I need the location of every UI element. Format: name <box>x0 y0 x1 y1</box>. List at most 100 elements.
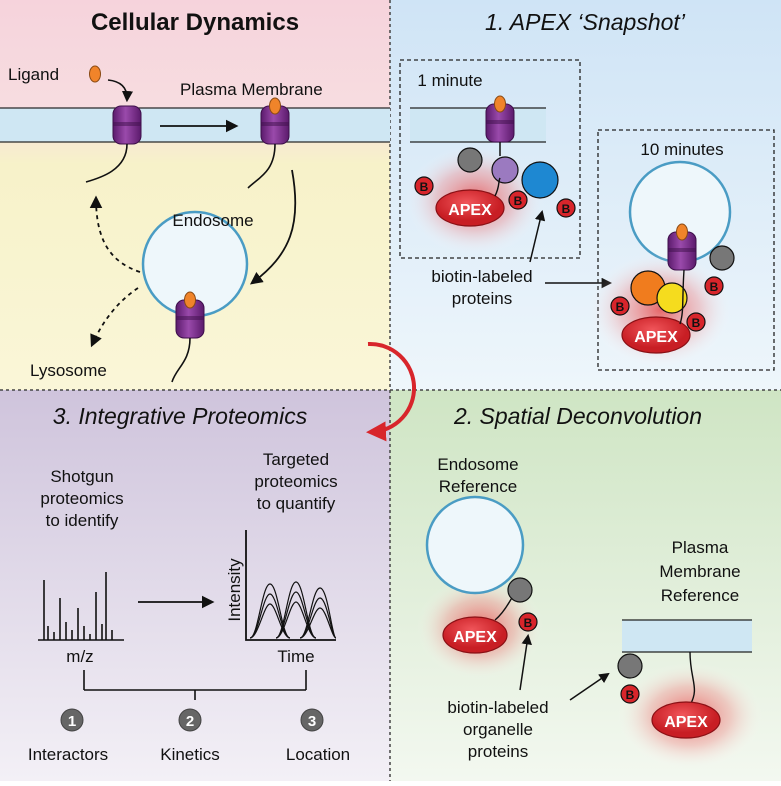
output-label: Location <box>286 745 350 764</box>
panel-title: 1. APEX ‘Snapshot’ <box>485 9 686 35</box>
panel-title: Cellular Dynamics <box>91 9 299 36</box>
output-label: Interactors <box>28 745 108 764</box>
organelle-label-line2: organelle <box>463 720 533 739</box>
apex-enzyme-10min <box>621 316 691 354</box>
panel-title: 3. Integrative Proteomics <box>53 403 308 429</box>
mz-label: m/z <box>66 647 93 666</box>
apex-label: APEX <box>453 629 497 646</box>
biotin-label-line2: proteins <box>452 289 512 308</box>
pointer-arrow-4 <box>569 672 610 701</box>
organelle-label-line1: biotin-labeled <box>447 698 548 717</box>
chromatogram-sketch <box>245 530 337 641</box>
time-2-label: 10 minutes <box>640 140 723 159</box>
intensity-label: Intensity <box>225 558 244 622</box>
number-badge <box>178 708 202 732</box>
svg-text:B: B <box>710 280 719 294</box>
membrane-1min <box>410 108 546 142</box>
endosome-reference-line2: Reference <box>439 477 517 496</box>
ligand-binding-arrow <box>107 79 134 103</box>
panel-apex-snapshot: 1. APEX ‘Snapshot’ 1 minute APEX B B B b… <box>399 9 775 371</box>
svg-text:B: B <box>616 300 625 314</box>
mass-spectrum-sketch <box>38 572 124 641</box>
apex-label: APEX <box>664 714 708 731</box>
plasma-membrane-label: Plasma Membrane <box>180 80 323 99</box>
pm-reference-line1: Plasma <box>672 538 729 557</box>
shotgun-line3: to identify <box>46 511 119 530</box>
targeted-line3: to quantify <box>257 494 336 513</box>
time-axis-label: Time <box>277 647 314 666</box>
recycling-arrow <box>89 195 141 273</box>
pointer-arrow-1 <box>529 209 546 263</box>
svg-text:B: B <box>692 316 701 330</box>
svg-text:B: B <box>562 202 571 216</box>
time-1-label: 1 minute <box>417 71 482 90</box>
pm-reference-line2: Membrane <box>659 562 740 581</box>
endocytosis-arrow <box>249 169 297 285</box>
panel-spatial-deconvolution: 2. Spatial Deconvolution Endosome Refere… <box>416 403 764 770</box>
pm-reference-line3: Reference <box>661 586 739 605</box>
outputs-bracket <box>83 670 307 700</box>
apex-enzyme-pm <box>651 701 721 739</box>
apex-label: APEX <box>448 202 492 219</box>
lysosome-label: Lysosome <box>30 361 107 380</box>
svg-text:B: B <box>524 616 533 630</box>
free-ligand <box>89 65 101 83</box>
svg-text:B: B <box>514 194 523 208</box>
pointer-arrow-3 <box>519 633 532 691</box>
ligand-label: Ligand <box>8 65 59 84</box>
shotgun-line1: Shotgun <box>50 467 113 486</box>
number-badge <box>300 708 324 732</box>
prey-protein-gray <box>709 245 735 271</box>
biotin-tag <box>518 612 538 632</box>
endosome-reference-line1: Endosome <box>437 455 518 474</box>
membrane-reference <box>622 620 752 652</box>
biotin-tag <box>414 176 434 196</box>
svg-text:B: B <box>420 180 429 194</box>
apex-enzyme-1min <box>435 189 505 227</box>
cycle-arrow <box>366 341 416 442</box>
biotin-tag <box>686 312 706 332</box>
receptor-1 <box>112 105 142 145</box>
receptor-3-tail <box>171 337 191 383</box>
biotin-tag <box>556 198 576 218</box>
output-interactors: 1 Interactors <box>28 708 108 764</box>
prey-protein-yellow <box>656 282 688 314</box>
biotin-tag <box>704 276 724 296</box>
receptor-1-tail <box>85 143 128 183</box>
apex-label: APEX <box>634 329 678 346</box>
svg-text:2: 2 <box>186 713 194 730</box>
endosome-reference <box>425 495 525 595</box>
biotin-tag <box>508 190 528 210</box>
biotin-tag <box>620 684 640 704</box>
biotin-tag <box>610 296 630 316</box>
receptor-2-tail <box>247 143 276 189</box>
ten-minutes-box <box>597 129 775 371</box>
panel-integrative-proteomics: 3. Integrative Proteomics Shotgun proteo… <box>28 403 350 764</box>
prey-protein-blue <box>521 161 559 199</box>
svg-text:B: B <box>626 688 635 702</box>
bound-ligand-2 <box>269 97 281 115</box>
resident-protein <box>617 653 643 679</box>
output-location: 3 Location <box>286 708 350 764</box>
shotgun-line2: proteomics <box>40 489 123 508</box>
panel-cellular-dynamics: Cellular Dynamics Ligand Plasma Membrane… <box>0 9 390 383</box>
prey-protein-purple <box>491 156 519 184</box>
svg-text:1: 1 <box>68 713 76 730</box>
targeted-line2: proteomics <box>254 472 337 491</box>
organelle-label-line3: proteins <box>468 742 528 761</box>
output-kinetics: 2 Kinetics <box>160 708 220 764</box>
resident-protein <box>507 577 533 603</box>
targeted-line1: Targeted <box>263 450 329 469</box>
endosome-label: Endosome <box>172 211 253 230</box>
bound-ligand-3 <box>184 291 196 309</box>
degradation-arrow <box>90 287 139 348</box>
biotin-label-line1: biotin-labeled <box>431 267 532 286</box>
svg-text:3: 3 <box>308 713 316 730</box>
apex-enzyme-endo <box>442 616 508 654</box>
panel-title: 2. Spatial Deconvolution <box>453 403 702 429</box>
number-badge <box>60 708 84 732</box>
prey-protein-gray <box>457 147 483 173</box>
plasma-membrane-band <box>0 108 390 142</box>
